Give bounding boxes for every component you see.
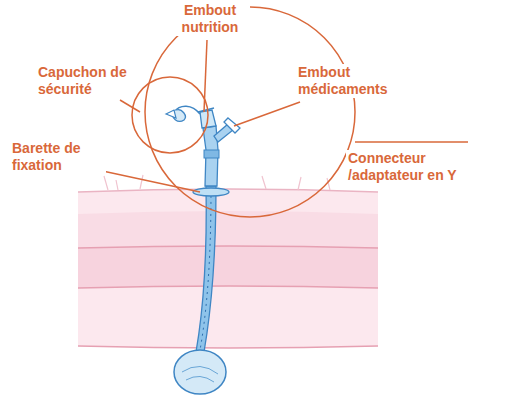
part-label: Embout médicaments	[296, 64, 404, 98]
y-connector	[198, 108, 240, 186]
part-label: Embout nutrition	[170, 2, 250, 36]
part-label: Barette de fixation	[10, 140, 106, 174]
safety-cap	[166, 106, 200, 121]
part-label: Capuchon de sécurité	[36, 64, 132, 98]
gastrostomy-tube	[174, 186, 226, 394]
callout-lines	[98, 7, 468, 217]
part-label: Connecteur /adaptateur en Y	[346, 150, 502, 184]
skin-layers	[78, 175, 378, 348]
